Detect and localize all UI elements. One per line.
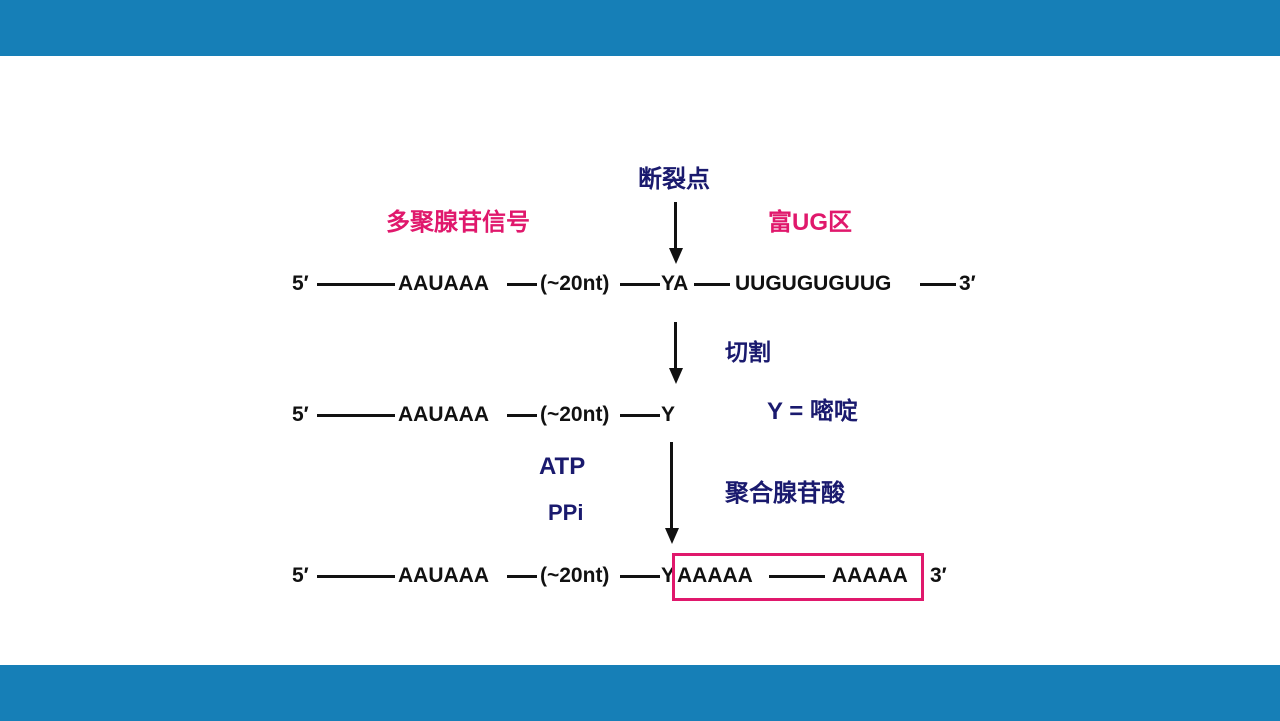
polyadenylation-label: 聚合腺苷酸 bbox=[725, 480, 845, 507]
row2-five-prime: 5′ bbox=[292, 403, 309, 426]
row3-spacer: (~20nt) bbox=[540, 564, 610, 587]
cleavage-label: 切割 bbox=[725, 339, 771, 365]
cleavage-arrow-shaft bbox=[674, 202, 677, 248]
row1-line-1 bbox=[317, 283, 395, 286]
row3-y: Y bbox=[661, 564, 676, 587]
row3-tail-line bbox=[769, 575, 825, 578]
row2-line-3 bbox=[620, 414, 660, 417]
row3-line-1 bbox=[317, 575, 395, 578]
top-banner bbox=[0, 0, 1280, 56]
row3-three-prime: 3′ bbox=[930, 564, 947, 587]
cut-arrow-shaft bbox=[674, 322, 677, 368]
row1-spacer: (~20nt) bbox=[540, 272, 610, 295]
row1-five-prime: 5′ bbox=[292, 272, 309, 295]
cut-arrow-head bbox=[668, 368, 683, 384]
row2-spacer: (~20nt) bbox=[540, 403, 610, 426]
polya-arrow-head bbox=[664, 528, 679, 544]
row1-line-3 bbox=[620, 283, 660, 286]
row3-tail-a: AAAAA bbox=[677, 564, 753, 587]
polya-tail-box bbox=[672, 553, 924, 601]
row1-line-5 bbox=[920, 283, 956, 286]
row2-signal: AAUAAA bbox=[398, 403, 489, 426]
row1-three-prime: 3′ bbox=[959, 272, 976, 295]
ug-rich-label: 富UG区 bbox=[768, 209, 852, 236]
row2-y: Y bbox=[661, 403, 676, 426]
pyrimidine-note: Y = 嘧啶 bbox=[767, 398, 858, 425]
row3-line-3 bbox=[620, 575, 660, 578]
row1-signal: AAUAAA bbox=[398, 272, 489, 295]
cleavage-site-label: 断裂点 bbox=[638, 166, 710, 193]
row1-ya: YA bbox=[661, 272, 689, 295]
row3-tail-b: AAAAA bbox=[832, 564, 908, 587]
row1-ug: UUGUGUGUUG bbox=[735, 272, 892, 295]
row3-signal: AAUAAA bbox=[398, 564, 489, 587]
row2-line-1 bbox=[317, 414, 395, 417]
row3-five-prime: 5′ bbox=[292, 564, 309, 587]
bottom-banner bbox=[0, 665, 1280, 721]
cleavage-arrow-head bbox=[668, 248, 683, 264]
row2-line-2 bbox=[507, 414, 537, 417]
atp-label: ATP bbox=[539, 453, 586, 480]
row1-line-4 bbox=[694, 283, 730, 286]
row3-line-2 bbox=[507, 575, 537, 578]
polya-arrow-shaft bbox=[670, 442, 673, 528]
ppi-label: PPi bbox=[548, 500, 584, 525]
polya-signal-label: 多聚腺苷信号 bbox=[386, 209, 530, 236]
row1-line-2 bbox=[507, 283, 537, 286]
